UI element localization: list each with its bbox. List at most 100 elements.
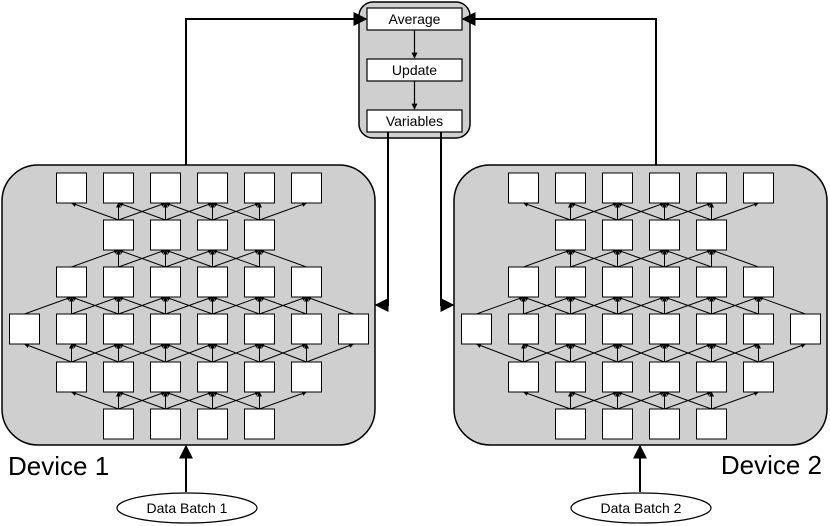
network-connection <box>118 343 166 363</box>
network-connection <box>711 391 759 410</box>
network-node <box>150 408 181 440</box>
network-connection <box>664 296 712 315</box>
network-connection <box>570 343 618 363</box>
network-node <box>743 313 774 345</box>
network-connection <box>165 391 213 410</box>
network-connection <box>476 296 524 315</box>
network-connection <box>24 296 72 315</box>
network-connection <box>711 249 759 268</box>
network-node <box>103 408 134 440</box>
update-label: Update <box>392 62 437 78</box>
variables-box <box>366 109 463 133</box>
network-node <box>696 408 727 440</box>
network-connection <box>523 296 571 315</box>
network-connection <box>71 202 119 221</box>
network-connection <box>711 202 759 221</box>
network-connection <box>711 296 759 315</box>
network-connection <box>523 343 571 363</box>
network-node <box>197 313 228 345</box>
network-node <box>338 313 369 345</box>
network-connection <box>259 391 307 410</box>
network-node <box>103 172 134 204</box>
network-node <box>150 266 181 298</box>
network-connection <box>664 202 712 221</box>
network-node <box>197 266 228 298</box>
network-node <box>649 219 680 251</box>
network-connection <box>617 249 665 268</box>
network-node <box>103 266 134 298</box>
network-connection <box>165 296 213 315</box>
network-node <box>602 219 633 251</box>
network-node <box>56 313 87 345</box>
network-node <box>291 172 322 204</box>
network-connection <box>212 343 260 363</box>
network-node <box>197 408 228 440</box>
average-label: Average <box>389 11 441 27</box>
network-connection <box>306 296 354 315</box>
network-node <box>555 361 586 393</box>
network-node <box>790 313 821 345</box>
network-node <box>197 172 228 204</box>
network-connection <box>476 343 524 363</box>
network-connection <box>711 343 759 363</box>
network-node <box>696 172 727 204</box>
network-connection <box>758 343 806 363</box>
data-batch-1-label: Data Batch 1 <box>147 500 228 516</box>
network-connection <box>570 391 618 410</box>
network-node <box>555 219 586 251</box>
network-node <box>56 361 87 393</box>
network-node <box>649 313 680 345</box>
network-node <box>244 408 275 440</box>
network-node <box>197 361 228 393</box>
network-connection <box>212 202 260 221</box>
network-connection <box>24 343 72 363</box>
network-node <box>103 219 134 251</box>
network-connection <box>617 391 665 410</box>
network-connection <box>165 343 213 363</box>
network-node <box>508 361 539 393</box>
network-node <box>150 313 181 345</box>
network-connection <box>118 296 166 315</box>
network-node <box>743 266 774 298</box>
network-node <box>743 361 774 393</box>
network-connection <box>664 249 712 268</box>
network-node <box>244 313 275 345</box>
network-node <box>602 266 633 298</box>
network-connection <box>617 343 665 363</box>
network-node <box>150 219 181 251</box>
network-connection <box>617 296 665 315</box>
network-node <box>103 361 134 393</box>
network-node <box>244 266 275 298</box>
network-node <box>197 219 228 251</box>
network-connection <box>259 296 307 315</box>
network-node <box>56 172 87 204</box>
network-connection <box>71 296 119 315</box>
network-node <box>602 313 633 345</box>
data-batch-2-label: Data Batch 2 <box>601 500 682 516</box>
network-connection <box>259 343 307 363</box>
device-1-network <box>9 172 369 440</box>
network-connection <box>306 343 354 363</box>
network-node <box>508 266 539 298</box>
variables-to-device-1-arrow <box>374 132 389 312</box>
network-node <box>649 408 680 440</box>
network-node <box>9 313 40 345</box>
network-node <box>244 361 275 393</box>
network-node <box>602 172 633 204</box>
network-node <box>508 172 539 204</box>
network-connection <box>758 296 806 315</box>
network-node <box>555 266 586 298</box>
network-connection <box>71 249 119 268</box>
network-connection <box>523 202 571 221</box>
network-node <box>555 408 586 440</box>
network-connection <box>165 249 213 268</box>
device-2-label: Device 2 <box>721 450 822 480</box>
network-node <box>150 361 181 393</box>
data-batch-1-ellipse <box>116 492 258 524</box>
network-connection <box>212 391 260 410</box>
network-node <box>508 313 539 345</box>
network-node <box>150 172 181 204</box>
network-node <box>291 361 322 393</box>
network-node <box>696 219 727 251</box>
network-connection <box>523 249 571 268</box>
